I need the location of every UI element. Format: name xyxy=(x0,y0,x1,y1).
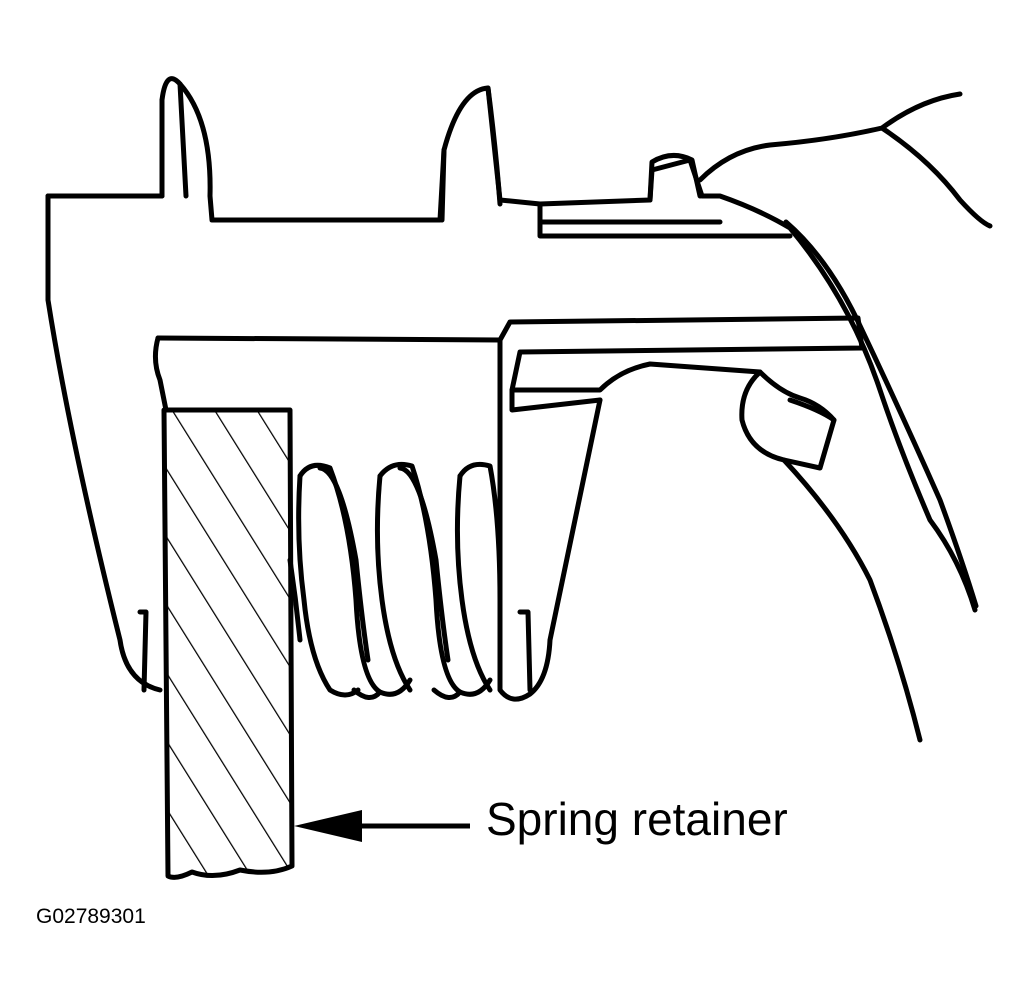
caliper-body xyxy=(45,76,978,613)
thumb-outline xyxy=(783,219,979,609)
hand-outline xyxy=(697,91,993,229)
figure-id: G02789301 xyxy=(36,905,146,928)
lower-jaw-pad-left xyxy=(137,609,149,693)
thumb-wheel xyxy=(647,153,703,203)
valve-spring xyxy=(287,461,503,700)
arrow-left-icon xyxy=(294,810,470,842)
slider-rail xyxy=(537,201,793,239)
caliper-beam-outline xyxy=(45,193,163,693)
finger-nail xyxy=(787,397,837,423)
slider-lower-edge xyxy=(509,387,603,413)
upper-jaw-right xyxy=(439,85,503,223)
lower-jaw-right xyxy=(497,337,603,702)
spring-retainer-block xyxy=(161,407,295,880)
lower-jaw-left xyxy=(152,335,169,413)
finger-outline xyxy=(739,369,837,471)
callout-label: Spring retainer xyxy=(486,793,788,845)
finger-lower-outline xyxy=(781,457,923,743)
upper-jaw-left xyxy=(159,81,189,199)
lower-jaw-pad-right xyxy=(517,609,533,693)
